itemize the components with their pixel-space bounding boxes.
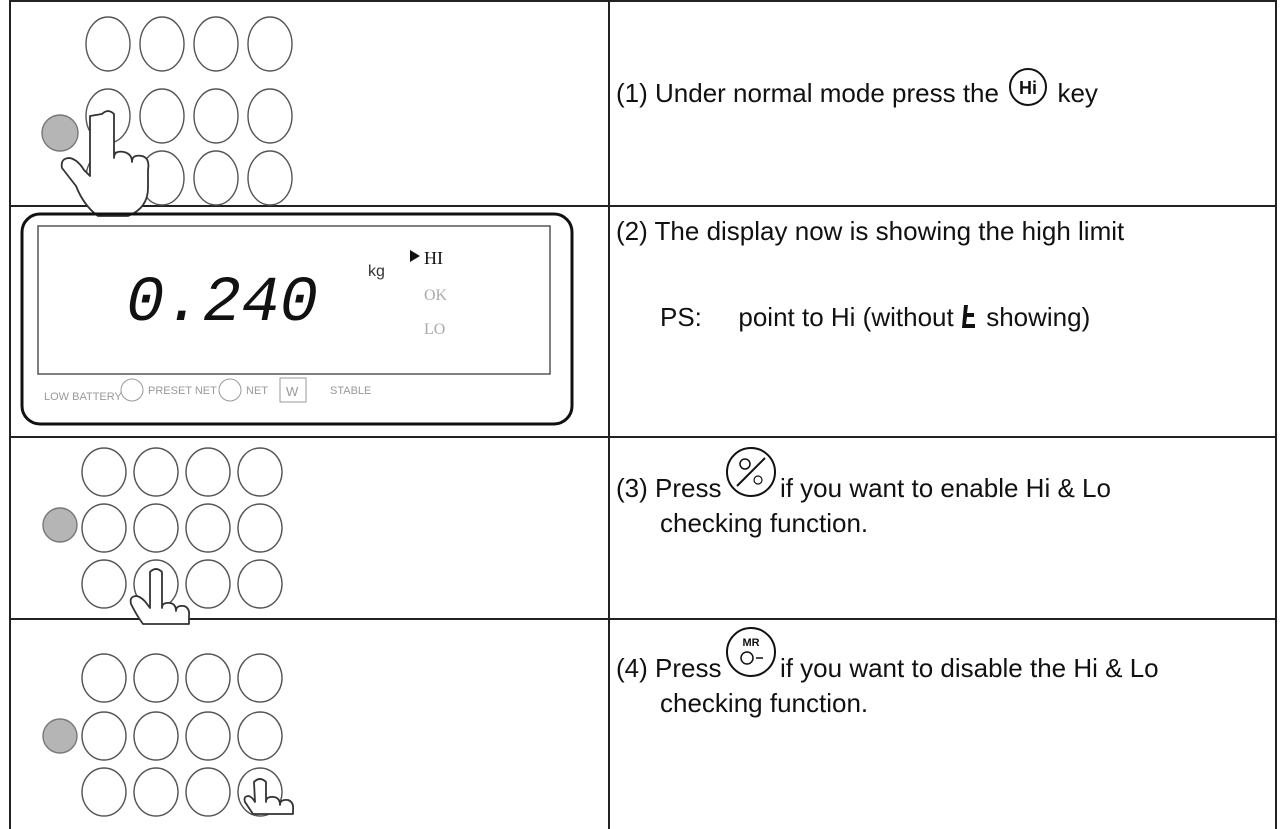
mr-key-icon: MR [725, 627, 776, 677]
zero-on-key-icon [725, 447, 776, 497]
pointing-hand-icon [60, 110, 150, 217]
svg-text:MR: MR [742, 637, 759, 649]
display-unit: kg [368, 263, 385, 280]
keypad-step1-illustration [41, 16, 293, 217]
step4-line2: checking function. [660, 688, 869, 718]
step3-press: Press [655, 472, 722, 503]
ps-text-after: showing) [986, 302, 1091, 332]
step1-text-before: Under normal mode press the [655, 77, 999, 108]
instruction-table [9, 0, 1277, 829]
step2-line1: The display now is showing the high limi… [654, 216, 1125, 246]
pointing-hand-icon [129, 568, 191, 625]
step4-number: (4) [616, 652, 648, 683]
indicator-ok: OK [424, 287, 448, 304]
label-low-battery: LOW BATTERY [44, 391, 122, 403]
step1-text-after: key [1057, 77, 1098, 108]
display-value: 0.240 [126, 268, 318, 340]
step4-text: (4) Press MR if you want to disable the … [616, 627, 1159, 698]
step1-number: (1) [616, 77, 648, 108]
step3-line1-after: if you want to enable Hi & Lo [779, 472, 1111, 503]
label-preset-net: PRESET NET [148, 385, 217, 397]
step2-ps-line: PS: point to Hi (without showing) [660, 300, 1090, 334]
label-stable: STABLE [330, 385, 371, 397]
indicator-lo: LO [424, 321, 445, 338]
svg-text:W: W [286, 384, 299, 399]
t-segment-icon [961, 305, 975, 329]
step4-press: Press [655, 652, 722, 683]
step2-text: (2) The display now is showing the high … [616, 214, 1124, 248]
pointing-hand-icon [243, 778, 295, 815]
indicator-hi: HI [424, 248, 443, 268]
step2-number: (2) [616, 216, 648, 246]
ps-text-before: point to Hi (without [738, 302, 954, 332]
indicator-led [41, 114, 79, 152]
ps-label: PS: [660, 302, 702, 332]
hi-key-icon: Hi [1009, 68, 1048, 106]
label-net: NET [246, 385, 268, 397]
keypad-step4-illustration [42, 653, 295, 817]
svg-text:Hi: Hi [1019, 78, 1037, 98]
step3-text: (3) Press if you want to enable Hi & Lo [616, 447, 1111, 518]
step4-line1-after: if you want to disable the Hi & Lo [779, 652, 1159, 683]
keypad-step3-illustration [42, 447, 283, 625]
step1-text: (1) Under normal mode press the Hi key [616, 68, 1098, 115]
step3-line2: checking function. [660, 508, 869, 538]
scale-display-illustration: 0.240 kg HI OK LO LOW BATTERY PRESET NET… [20, 212, 574, 426]
step3-number: (3) [616, 472, 648, 503]
